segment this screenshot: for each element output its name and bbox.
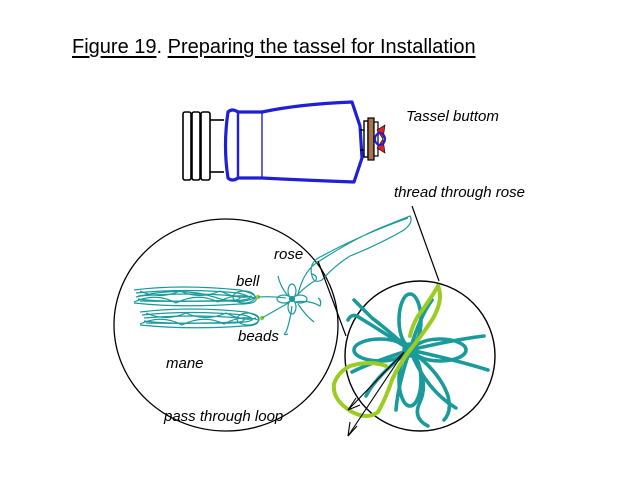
figure-number: Figure 19 <box>72 36 157 58</box>
mane-bundle-upper <box>133 286 257 307</box>
strands-to-rose <box>257 296 291 319</box>
mane-bundle-lower <box>139 308 260 329</box>
mane-detail-ellipse <box>113 218 339 432</box>
label-tassel-button: Tassel buttom <box>406 108 499 125</box>
tassel-button-graphic <box>363 117 386 161</box>
label-bell: bell <box>236 273 260 290</box>
connector-line-2 <box>317 260 347 337</box>
figure-title: Figure 19. Preparing the tassel for Inst… <box>72 36 476 59</box>
green-loop-thread-2 <box>408 284 440 338</box>
label-pass-through-loop: pass through loop <box>164 408 284 425</box>
figure-caption: Preparing the tassel for Installation <box>167 36 476 58</box>
pass-through-arrows <box>347 351 405 437</box>
label-mane: mane <box>166 355 204 372</box>
rose-closeup-circle <box>344 280 496 432</box>
small-rose <box>276 273 322 336</box>
connector-line-1 <box>411 205 440 282</box>
tassel-blue-outline <box>223 100 364 184</box>
tassel-end-caps <box>182 111 224 181</box>
title-separator: . <box>156 36 168 58</box>
green-loop-thread <box>331 284 442 418</box>
label-rose: rose <box>274 246 304 263</box>
label-thread-through-rose: thread through rose <box>394 184 525 201</box>
tassel-body <box>182 100 368 184</box>
closeup-rose <box>346 292 490 428</box>
label-beads: beads <box>238 328 279 345</box>
long-thread-loop <box>297 215 412 295</box>
